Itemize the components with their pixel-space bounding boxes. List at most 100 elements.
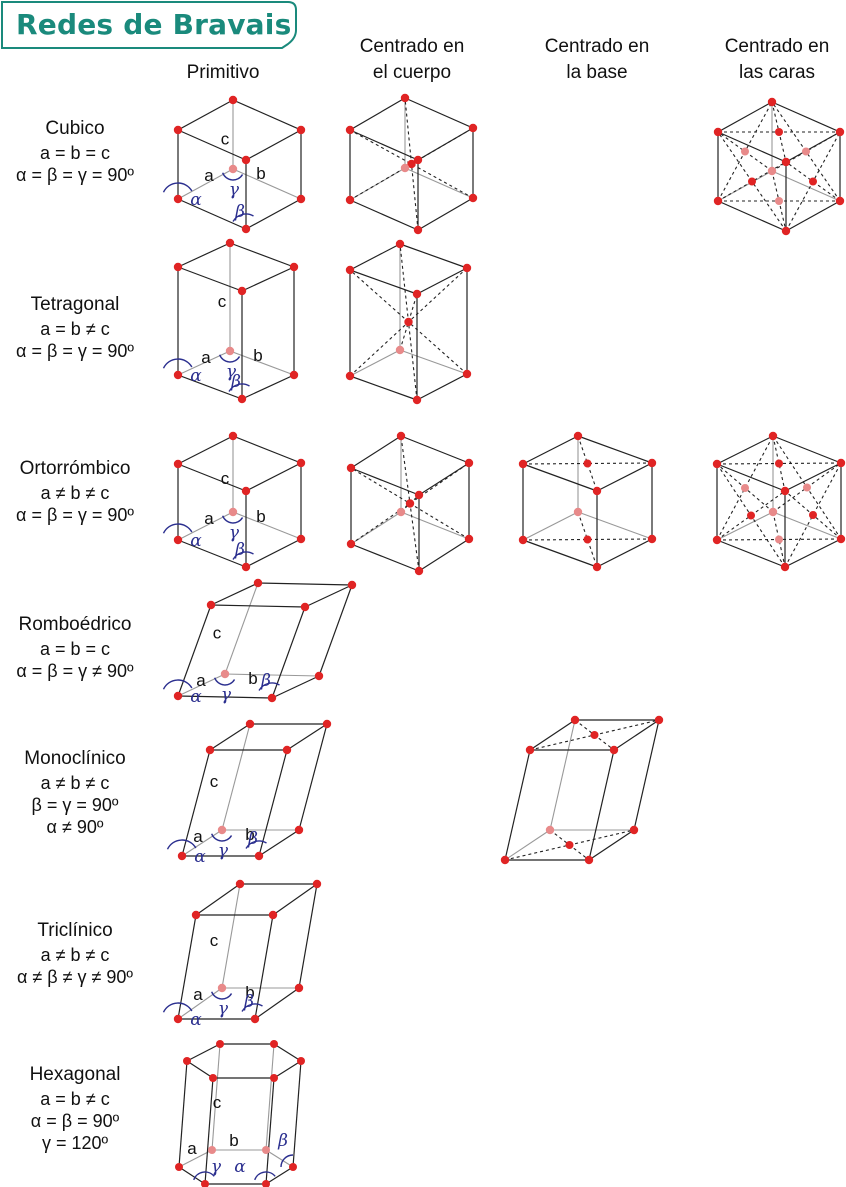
cell-edge — [273, 1060, 302, 1079]
row-param: a ≠ b ≠ c — [40, 773, 110, 793]
cell-edge — [399, 243, 468, 269]
body-center-point — [405, 499, 415, 508]
hidden-edge — [349, 349, 401, 377]
column-header-line2: Primitivo — [186, 62, 260, 83]
corner-point — [712, 459, 722, 469]
hidden-corner-point — [573, 507, 583, 517]
cell-edge — [717, 101, 773, 133]
corner-point — [296, 458, 306, 468]
cell-edge — [181, 749, 211, 857]
row-param: α ≠ 90º — [46, 817, 104, 837]
corner-point — [414, 566, 424, 576]
alpha-arc — [162, 358, 193, 369]
corner-point — [241, 155, 251, 165]
cell-edge — [350, 435, 402, 469]
cell-edge — [596, 538, 653, 568]
column-header-line2: el cuerpo — [372, 62, 452, 83]
cell-edge — [785, 200, 841, 232]
label-alpha: α — [194, 847, 206, 867]
corner-point — [322, 719, 332, 729]
corner-point — [206, 600, 216, 610]
cell-edge — [241, 266, 295, 292]
corner-point — [289, 262, 299, 272]
alpha-arc — [254, 1171, 276, 1181]
cell-edge — [349, 269, 418, 295]
corner-point — [468, 193, 478, 203]
corner-point — [250, 1014, 260, 1024]
hidden-edge — [265, 1149, 294, 1168]
base-diagonal — [577, 435, 598, 492]
face-center-point — [809, 511, 817, 519]
cell-edge — [716, 539, 786, 568]
cell-edge — [416, 373, 468, 401]
cell-edge — [195, 883, 241, 916]
cell-edge — [633, 719, 660, 831]
corner-point — [225, 238, 235, 248]
corner-point — [282, 745, 292, 755]
title-tab-shape — [1, 1, 297, 49]
corner-point — [395, 239, 405, 249]
hidden-edge — [400, 511, 470, 540]
face-diagonal — [784, 462, 842, 568]
row-label-hexagonal: Hexagonal a = b ≠ c α = β = 90º γ = 120º — [0, 1064, 150, 1154]
corner-point — [768, 431, 778, 441]
cell-edge — [177, 914, 197, 1020]
corner-point — [294, 825, 304, 835]
label-a: a — [187, 1139, 197, 1158]
cell-edge — [400, 435, 470, 464]
beta-arc — [245, 840, 267, 849]
cell-edge — [177, 266, 243, 292]
label-c: c — [218, 292, 227, 311]
page-title: Redes de Bravais — [16, 8, 292, 41]
cell-edge — [771, 101, 841, 133]
hidden-edge — [221, 883, 241, 989]
row-param: α = β = γ = 90º — [16, 341, 134, 361]
cell-edge — [178, 1166, 206, 1185]
corner-point — [254, 851, 264, 861]
hidden-edge — [177, 350, 231, 376]
corner-point — [237, 286, 247, 296]
corner-point — [609, 745, 619, 755]
column-header-line1: Centrado en — [724, 36, 830, 57]
corner-point — [191, 910, 201, 920]
hidden-corner-point — [400, 163, 410, 173]
corner-point — [228, 95, 238, 105]
cell-edge — [529, 719, 576, 751]
row-param: α = β = γ ≠ 90º — [16, 661, 134, 681]
corner-point — [654, 715, 664, 725]
base-center-point — [583, 535, 592, 544]
corner-point — [173, 691, 183, 701]
label-gamma: γ — [218, 999, 229, 1019]
cell-edge — [177, 435, 234, 465]
corner-point — [647, 458, 657, 468]
corner-point — [173, 535, 183, 545]
corner-point — [241, 224, 251, 234]
beta-arc — [241, 1003, 263, 1012]
body-center-point — [404, 317, 413, 327]
label-gamma: γ — [211, 1157, 222, 1177]
label-gamma: γ — [229, 523, 240, 543]
cell-edge — [177, 374, 243, 400]
cell-edge — [245, 129, 302, 161]
label-a: a — [204, 509, 214, 528]
corner-point — [629, 825, 639, 835]
corner-point — [173, 262, 183, 272]
hidden-edge — [549, 719, 576, 831]
corner-point — [173, 370, 183, 380]
hidden-edge — [771, 170, 841, 202]
row-param: a ≠ b ≠ c — [40, 483, 110, 503]
base-center-point — [590, 731, 599, 739]
label-c: c — [210, 772, 219, 791]
corner-point — [464, 458, 474, 468]
corner-point — [412, 289, 422, 299]
face-center-point — [741, 147, 749, 156]
beta-arc — [280, 1154, 294, 1168]
corner-point — [297, 1057, 305, 1065]
alpha-arc — [162, 679, 193, 690]
corner-point — [173, 459, 183, 469]
cell-edge — [588, 749, 615, 861]
corner-point — [270, 1074, 278, 1082]
cell-edge — [177, 695, 273, 699]
corner-point — [235, 879, 245, 889]
